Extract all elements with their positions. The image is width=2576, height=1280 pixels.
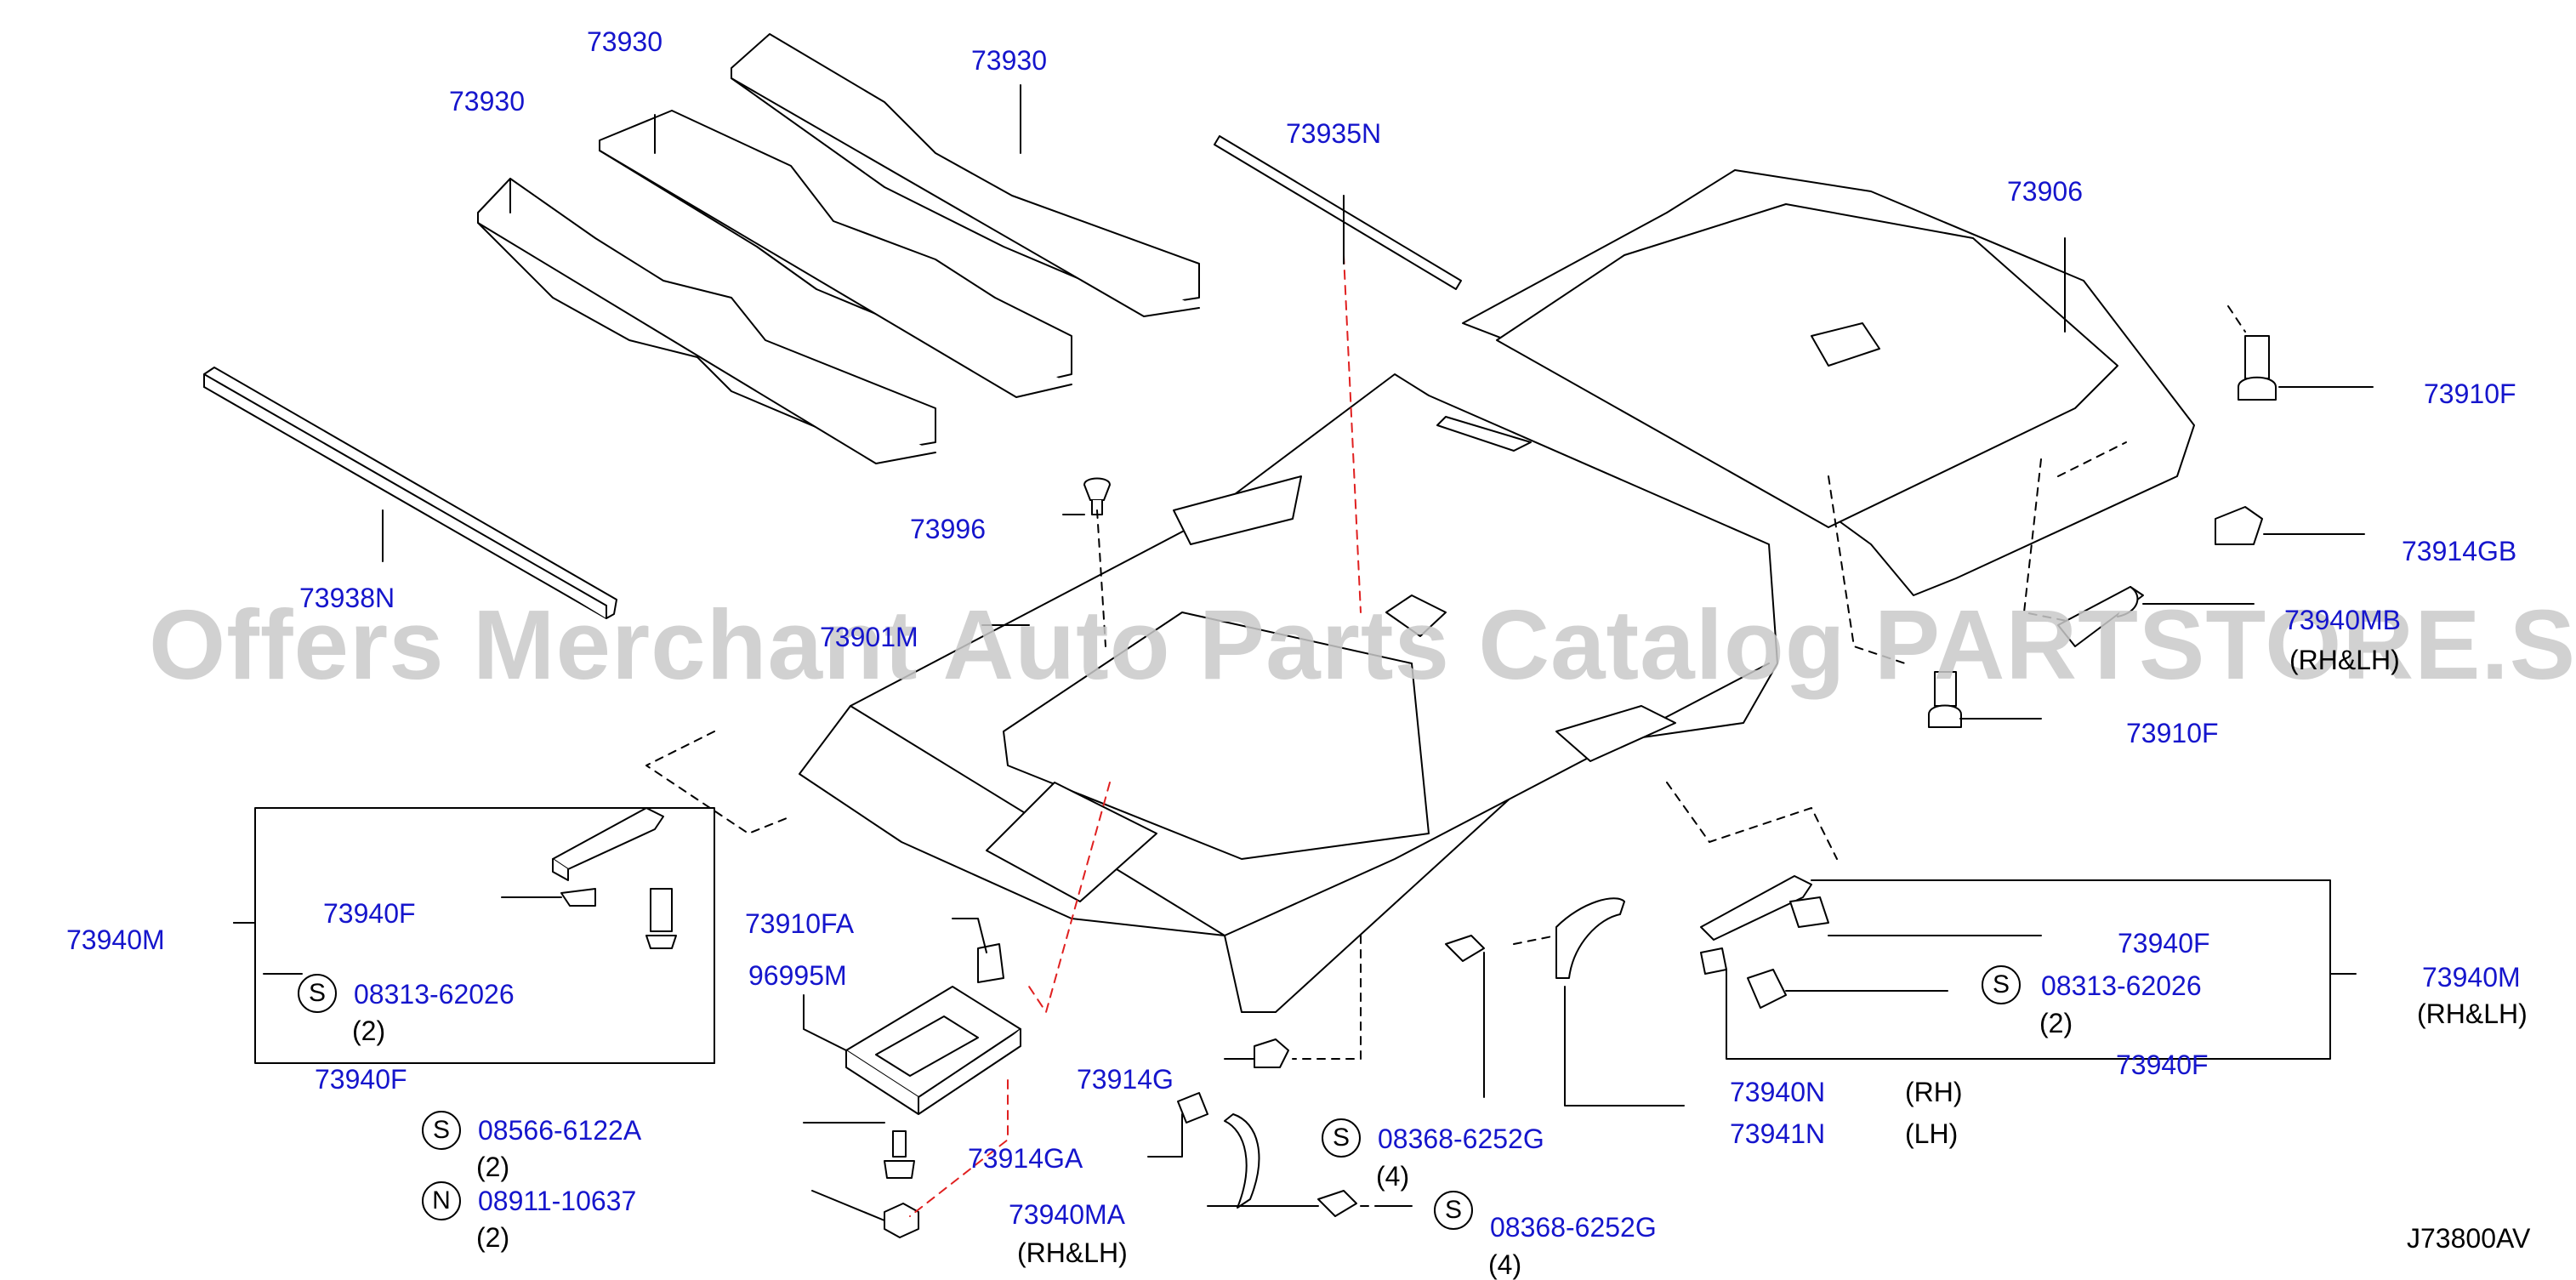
clip-73914gb [2215, 506, 2263, 545]
assist-grip-73940mb [2057, 586, 2144, 647]
assist-grip-73940n [1555, 897, 1625, 979]
headlining-73901m [799, 373, 1778, 1013]
clip-73910f-top [2238, 335, 2277, 401]
lamp-housing-96995m [845, 986, 1021, 1115]
reference-lines-red [909, 254, 1362, 1217]
leader-lines [233, 84, 2374, 1221]
part-label-73940f-right-2[interactable]: 73940F [2116, 1050, 2209, 1080]
part-qty-08566: (2) [476, 1152, 510, 1182]
reference-lines-dashed [645, 305, 2246, 1207]
part-label-73940f-right-1[interactable]: 73940F [2118, 928, 2210, 959]
part-label-08368-bottom[interactable]: 08368-6252G [1490, 1212, 1657, 1243]
bracket-73940m-left [552, 807, 664, 881]
clip-73910f-mid [1928, 671, 1962, 728]
part-qty-08368-bottom: (4) [1488, 1249, 1522, 1280]
part-label-73940ma[interactable]: 73940MA [1009, 1199, 1125, 1230]
part-label-73996[interactable]: 73996 [910, 514, 986, 544]
part-qty-08368-top: (4) [1376, 1161, 1410, 1192]
insulator-pad-right [731, 33, 1200, 317]
part-label-73910f-mid[interactable]: 73910F [2126, 718, 2219, 748]
insulator-pad-middle [599, 110, 1072, 398]
part-side-73940n: (RH) [1905, 1077, 1963, 1107]
screw-08313-left [645, 888, 677, 949]
nut-symbol-n: N [422, 1181, 461, 1220]
part-label-08313-left[interactable]: 08313-62026 [354, 979, 515, 1010]
part-label-73940m-right[interactable]: 73940M [2422, 962, 2521, 993]
screw-symbol-s: S [298, 974, 337, 1013]
part-label-73930-c[interactable]: 73930 [449, 86, 525, 117]
bracket-73940m-right [1700, 875, 1812, 941]
part-label-73906[interactable]: 73906 [2007, 176, 2083, 207]
part-side-73940mb: (RH&LH) [2289, 645, 2400, 675]
diagram-code: J73800AV [2407, 1223, 2531, 1254]
part-qty-08313-right: (2) [2039, 1008, 2073, 1038]
part-label-73914gb[interactable]: 73914GB [2402, 536, 2517, 566]
clip-73910fa [977, 943, 1004, 983]
clip-73940f-right-bottom [1700, 947, 1727, 975]
part-label-73910f-top[interactable]: 73910F [2424, 378, 2516, 409]
clip-73940f-left [560, 888, 596, 907]
strip-73935n [1214, 135, 1462, 290]
part-label-08911[interactable]: 08911-10637 [478, 1186, 637, 1216]
screw-symbol-s: S [1322, 1118, 1361, 1158]
bolt-08566 [884, 1130, 915, 1179]
part-label-73930-b[interactable]: 73930 [971, 45, 1047, 76]
part-label-73940m-left[interactable]: 73940M [66, 924, 165, 955]
bracket-73914ga [1177, 1092, 1208, 1124]
part-label-73941n[interactable]: 73941N [1730, 1118, 1826, 1149]
part-label-08313-right[interactable]: 08313-62026 [2041, 970, 2202, 1001]
watermark: Offers Merchant Auto Parts Catalog PARTS… [149, 589, 2576, 700]
clip-73914g [1254, 1038, 1289, 1068]
part-label-73910fa[interactable]: 73910FA [745, 908, 855, 939]
weatherstrip-73938n [203, 367, 617, 619]
part-qty-08911: (2) [476, 1222, 510, 1253]
part-label-73930-a[interactable]: 73930 [587, 26, 662, 57]
part-label-08566[interactable]: 08566-6122A [478, 1115, 642, 1146]
part-label-08368-top[interactable]: 08368-6252G [1378, 1124, 1544, 1154]
part-label-73940n[interactable]: 73940N [1730, 1077, 1826, 1107]
screw-symbol-s: S [422, 1111, 461, 1150]
part-label-96995m[interactable]: 96995M [748, 960, 847, 991]
clip-73996 [1083, 477, 1111, 515]
clip-73940f-right-top [1789, 896, 1829, 928]
screw-symbol-s: S [1434, 1191, 1473, 1230]
screw-08368-bottom [1317, 1190, 1357, 1217]
part-side-73940m-right: (RH&LH) [2417, 998, 2528, 1029]
part-label-73914ga[interactable]: 73914GA [968, 1143, 1083, 1174]
part-label-73901m[interactable]: 73901M [820, 622, 918, 652]
part-label-73940f-left-1[interactable]: 73940F [323, 898, 416, 929]
part-label-73935n[interactable]: 73935N [1286, 118, 1382, 149]
part-qty-08313-left: (2) [352, 1015, 386, 1046]
screw-08368-top [1445, 935, 1485, 962]
part-label-73938n[interactable]: 73938N [299, 583, 395, 613]
assist-grip-73940ma [1224, 1113, 1260, 1209]
screw-symbol-s: S [1982, 965, 2021, 1004]
part-label-73940f-left-2[interactable]: 73940F [315, 1064, 407, 1095]
part-label-73940mb[interactable]: 73940MB [2284, 605, 2401, 635]
screw-08313-right [1747, 969, 1787, 1009]
headlining-73906 [1462, 169, 2195, 596]
part-side-73941n: (LH) [1905, 1118, 1959, 1149]
insulator-pad-left [477, 178, 936, 464]
part-side-73940ma: (RH&LH) [1017, 1237, 1128, 1268]
part-label-73914g[interactable]: 73914G [1077, 1064, 1174, 1095]
nut-08911 [884, 1203, 919, 1238]
